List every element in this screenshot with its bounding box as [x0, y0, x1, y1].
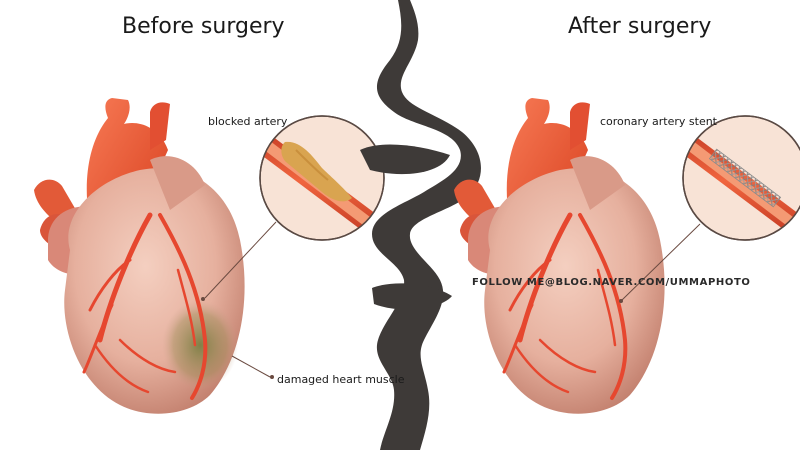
after-leader-stent [621, 223, 701, 301]
after-heart-body [484, 168, 665, 414]
after-coronary-arteries [502, 212, 628, 400]
label-damaged-heart-muscle: damaged heart muscle [277, 373, 405, 386]
before-zoom-circle [259, 115, 385, 241]
plaque-blockage [281, 141, 352, 202]
after-zoom-circle [682, 115, 800, 241]
before-leader-blocked [204, 221, 277, 299]
watermark-text: FOLLOW ME@BLOG.NAVER.COM/UMMAPHOTO [472, 277, 751, 288]
after-heart-illustration [454, 98, 701, 414]
title-after-surgery: After surgery [568, 14, 712, 39]
title-before-surgery: Before surgery [122, 14, 285, 39]
torn-divider [362, 0, 481, 450]
before-right-atrium [150, 156, 205, 210]
after-vessel-top [570, 102, 590, 150]
before-leader-damaged [231, 355, 271, 378]
before-coronary-arteries [82, 212, 208, 400]
before-heart-illustration [34, 98, 277, 414]
before-damage-area [162, 300, 238, 390]
before-vessel-top [150, 102, 170, 150]
after-right-atrium [570, 156, 625, 210]
stent-mesh [708, 148, 782, 208]
label-coronary-artery-stent: coronary artery stent [600, 115, 717, 128]
label-blocked-artery: blocked artery [208, 115, 288, 128]
